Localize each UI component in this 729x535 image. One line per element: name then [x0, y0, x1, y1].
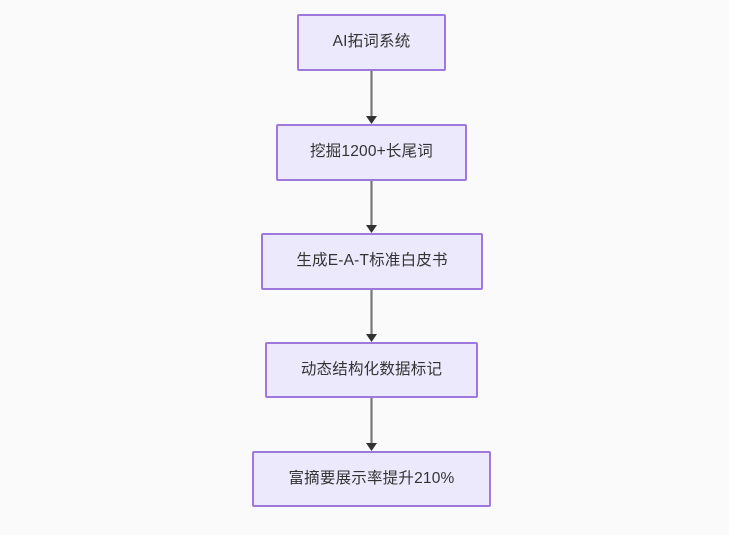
arrowhead-icon: [366, 443, 377, 451]
flowchart-node-ai-keyword-system[interactable]: AI拓词系统: [297, 14, 446, 71]
flowchart-node-mine-longtail-keywords[interactable]: 挖掘1200+长尾词: [276, 124, 467, 181]
flowchart-node-dynamic-structured-data-markup[interactable]: 动态结构化数据标记: [265, 342, 478, 398]
arrowhead-icon: [366, 334, 377, 342]
arrowhead-icon: [366, 116, 377, 124]
arrowhead-icon: [366, 225, 377, 233]
flowchart-node-rich-snippet-rate-increase[interactable]: 富摘要展示率提升210%: [252, 451, 491, 507]
flowchart-node-generate-eat-whitepaper[interactable]: 生成E-A-T标准白皮书: [261, 233, 483, 290]
